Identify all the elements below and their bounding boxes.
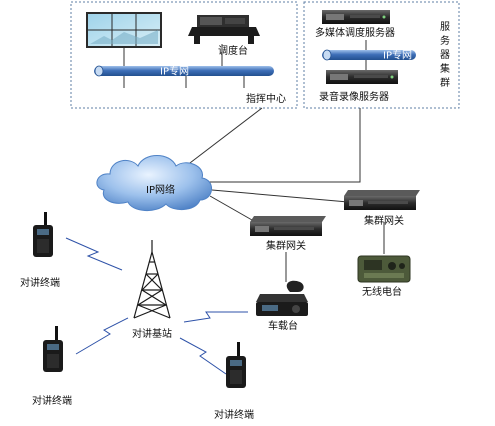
console-icon — [188, 15, 260, 44]
media-server-icon — [322, 10, 390, 24]
trunk-gateway-center-icon — [250, 216, 326, 236]
base-station-label: 对讲基站 — [132, 327, 172, 340]
handheld-terminal-2-icon — [43, 326, 63, 372]
radio-station-icon — [358, 256, 410, 282]
handheld-terminal-3-icon — [226, 342, 246, 388]
command-network-bar: IP专网 — [94, 65, 274, 78]
server-network-bar: IP专网 — [322, 49, 416, 62]
video-wall-icon — [86, 12, 162, 48]
cluster-char-2: 务 — [440, 34, 450, 47]
radio-link-lightning — [66, 238, 248, 374]
handheld-terminal-1-icon — [33, 212, 53, 257]
cluster-char-1: 服 — [440, 21, 450, 33]
lightning-vehicle-tower — [184, 312, 248, 322]
link-servers-to-cloud — [208, 108, 360, 182]
recorder-server-icon — [326, 70, 398, 84]
cluster-char-3: 器 — [440, 49, 450, 61]
terminal-3-label: 对讲终端 — [214, 408, 254, 421]
link-cloud-to-gateway-center — [210, 196, 252, 220]
base-station-tower-icon — [134, 240, 170, 318]
trunk-gateway-center-label: 集群网关 — [266, 239, 306, 252]
command-center-label: 指挥中心 — [246, 92, 286, 105]
lightning-terminal2-tower — [76, 318, 128, 354]
lightning-terminal1-tower — [66, 238, 122, 270]
lightning-terminal3-tower — [180, 338, 226, 374]
server-cluster-group: 多媒体调度服务器 IP专网 录音录像服务器 服 务 器 集 群 — [304, 2, 459, 108]
ip-network-cloud: IP网络 — [97, 156, 212, 211]
link-command-to-cloud — [186, 108, 262, 166]
cluster-char-4: 集 — [440, 62, 450, 75]
trunk-gateway-right-icon — [344, 190, 420, 210]
terminal-2-label: 对讲终端 — [32, 394, 72, 407]
vehicle-radio-icon — [256, 281, 308, 316]
cluster-char-5: 群 — [440, 76, 450, 89]
terminal-1-label: 对讲终端 — [20, 276, 60, 289]
media-server-label: 多媒体调度服务器 — [315, 26, 395, 39]
command-center-group: 调度台 IP专网 指挥中心 — [71, 2, 297, 108]
link-cloud-to-gateway-right — [212, 190, 348, 202]
server-network-label: IP专网 — [383, 49, 412, 62]
server-cluster-label: 服 务 器 集 群 — [440, 21, 450, 89]
cloud-label: IP网络 — [146, 183, 175, 196]
trunk-gateway-right-label: 集群网关 — [364, 214, 404, 227]
command-network-label: IP专网 — [160, 65, 189, 78]
radio-station-label: 无线电台 — [362, 285, 402, 298]
vehicle-radio-label: 车载台 — [268, 319, 298, 332]
recorder-server-label: 录音录像服务器 — [319, 90, 389, 103]
